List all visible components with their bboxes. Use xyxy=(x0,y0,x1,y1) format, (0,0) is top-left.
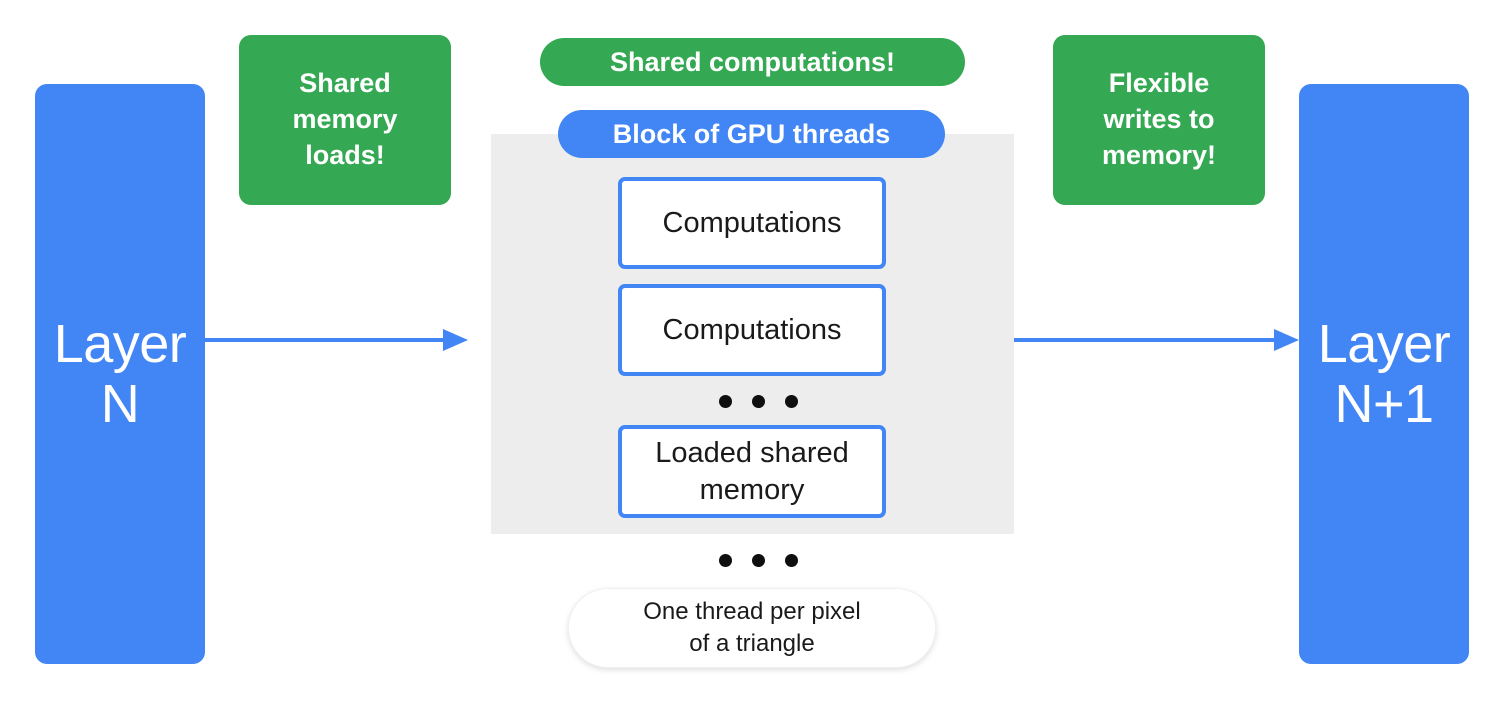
layer-n-block: Layer N xyxy=(35,84,205,664)
ellipsis-dot-icon xyxy=(785,395,798,408)
arrow-block-to-layer-n1 xyxy=(1014,325,1299,355)
layer-n-plus-1-block: Layer N+1 xyxy=(1299,84,1469,664)
ellipsis-dot-icon xyxy=(719,554,732,567)
ellipsis-dot-icon xyxy=(719,395,732,408)
thread-box-computations-1: Computations xyxy=(618,177,886,269)
thread-box-computations-2: Computations xyxy=(618,284,886,376)
ellipsis-inner-threads xyxy=(719,395,798,408)
ellipsis-dot-icon xyxy=(752,395,765,408)
ellipsis-dot-icon xyxy=(785,554,798,567)
pill-shared-computations: Shared computations! xyxy=(540,38,965,86)
note-one-thread-per-pixel: One thread per pixel of a triangle xyxy=(568,588,936,668)
ellipsis-dot-icon xyxy=(752,554,765,567)
callout-flexible-writes-to-memory: Flexible writes to memory! xyxy=(1053,35,1265,205)
ellipsis-more-blocks xyxy=(719,554,798,567)
pill-block-of-gpu-threads: Block of GPU threads xyxy=(558,110,945,158)
arrow-layer-n-to-block xyxy=(205,325,468,355)
callout-shared-memory-loads: Shared memory loads! xyxy=(239,35,451,205)
thread-box-loaded-shared-memory: Loaded shared memory xyxy=(618,425,886,518)
